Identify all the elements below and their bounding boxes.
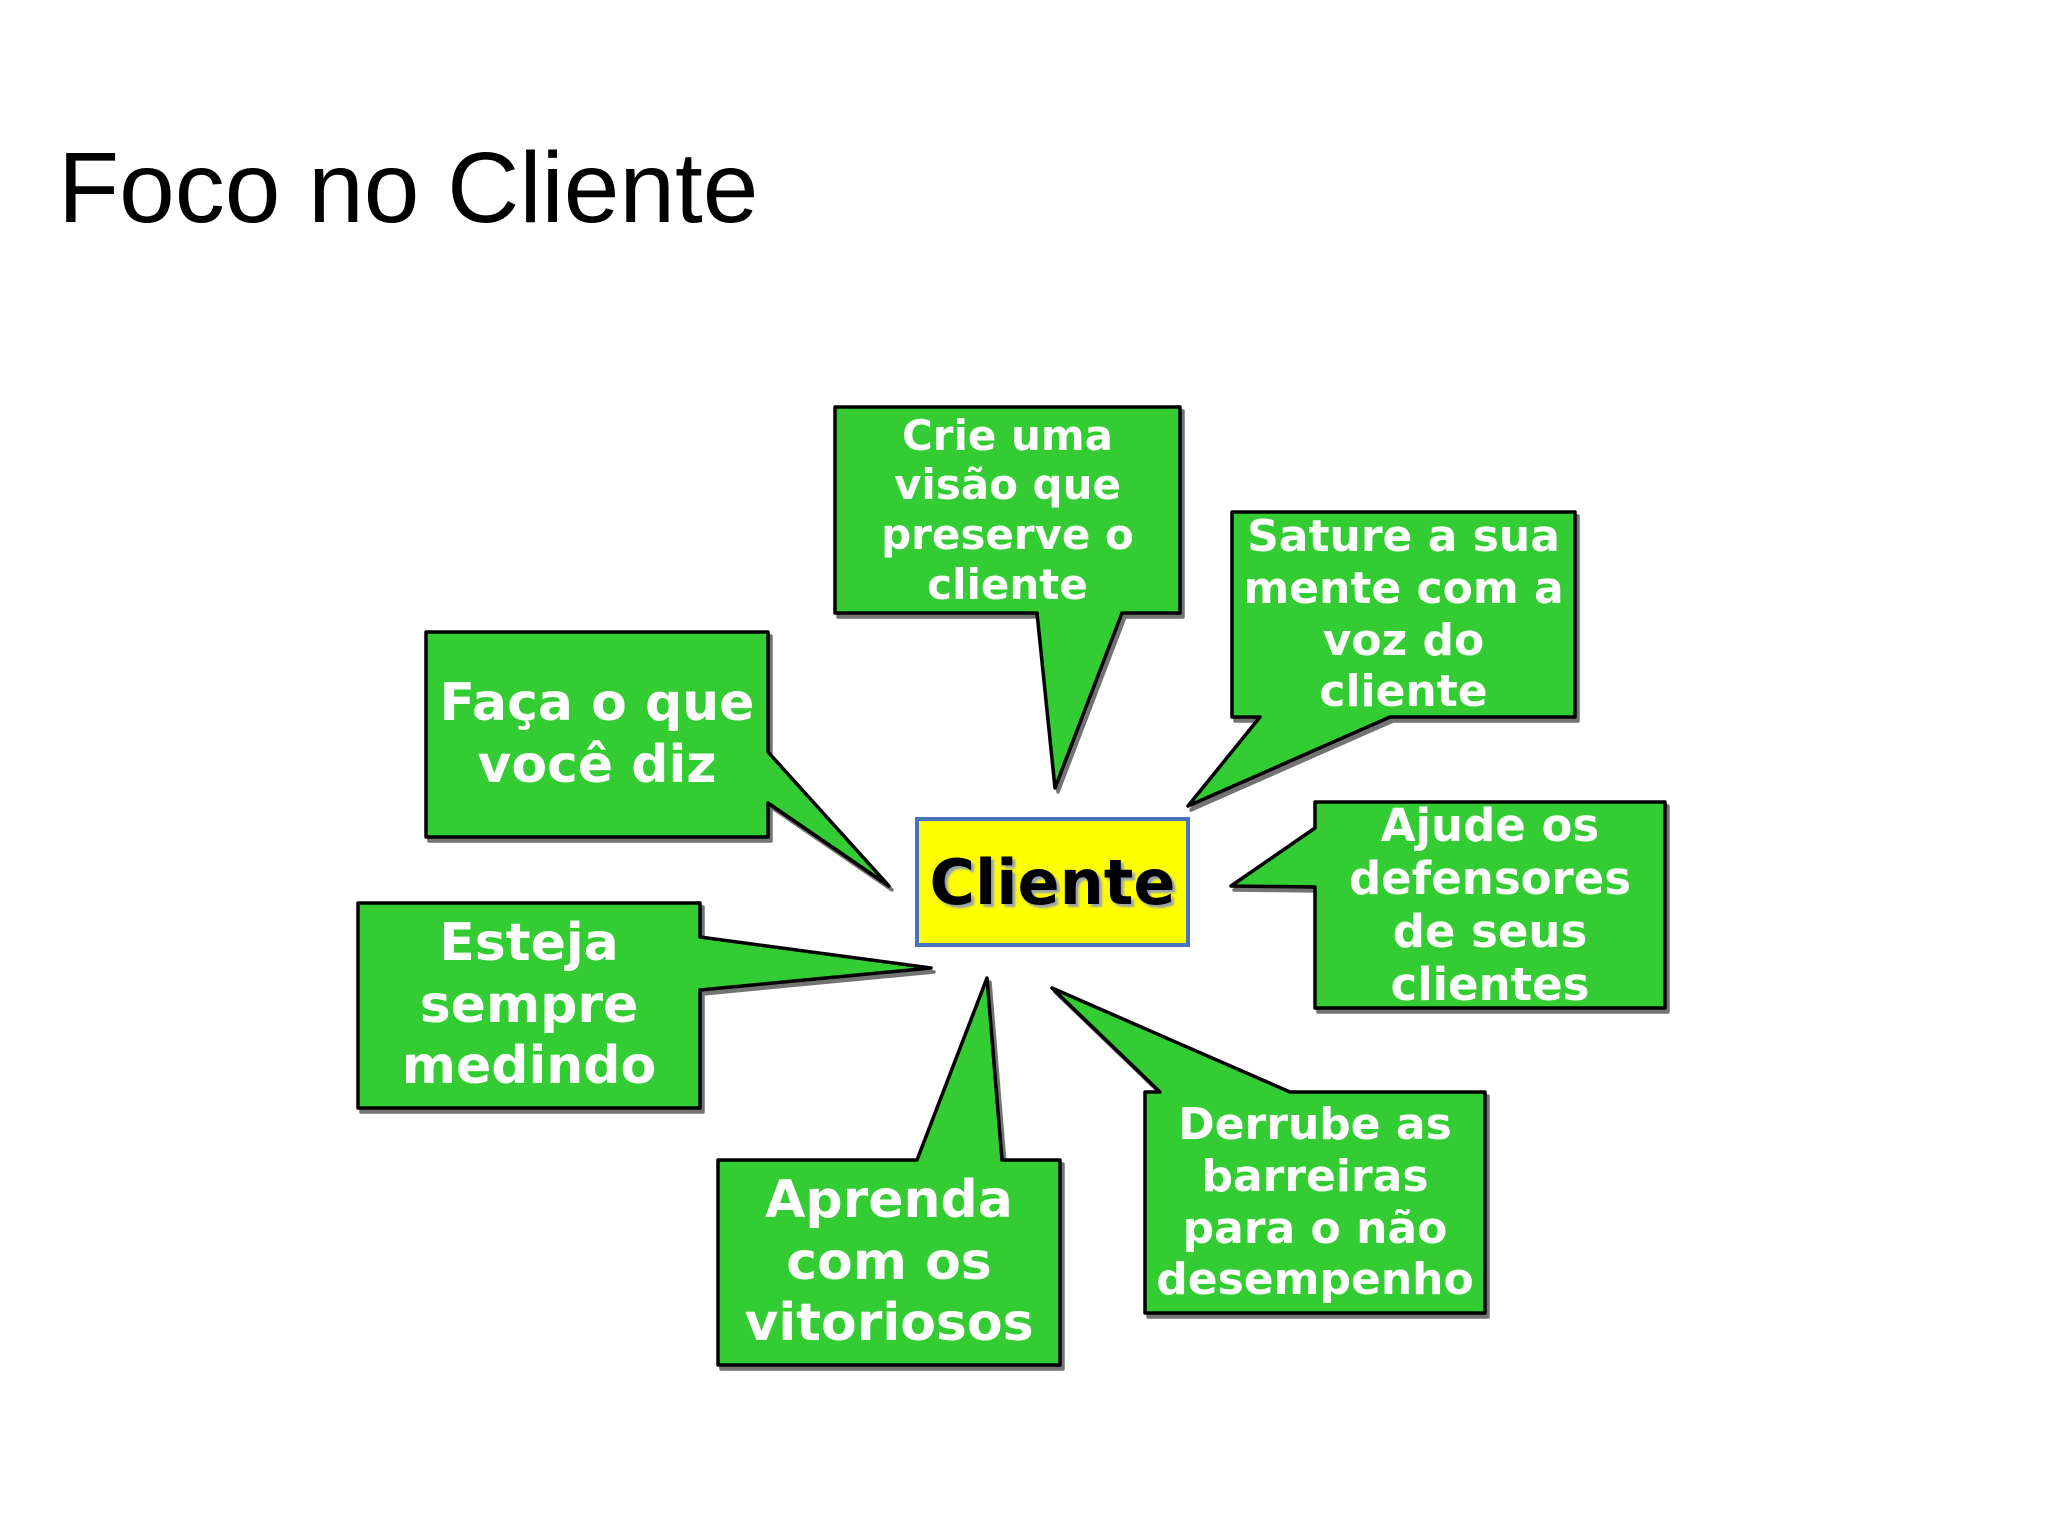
center-cliente-label: Cliente <box>929 845 1176 919</box>
callout-bubble-crie-visao <box>833 405 1182 790</box>
callout-bubble-ajude-defensores <box>1229 800 1667 1010</box>
center-cliente-box: Cliente <box>915 817 1190 947</box>
callout-label-derrube-barreiras: Derrube as barreiras para o não desempen… <box>1156 1098 1474 1306</box>
callout-label-ajude-defensores: Ajude os defensores de seus clientes <box>1348 798 1632 1012</box>
callout-bubble-faca-o-que-diz <box>424 630 891 888</box>
callout-bubble-derrube-barreiras <box>1050 986 1487 1315</box>
callout-label-crie-visao: Crie uma visão que preserve o cliente <box>881 410 1134 609</box>
callout-bubble-sature-mente <box>1186 510 1577 808</box>
callout-bubble-aprenda-vitoriosos <box>716 976 1062 1367</box>
callout-bubble-esteja-medindo <box>356 901 933 1110</box>
callout-label-sature-mente: Sature a sua mente com a voz do cliente <box>1243 510 1564 718</box>
callout-label-faca-o-que-diz: Faça o que você diz <box>439 673 755 795</box>
slide-title: Foco no Cliente <box>58 132 759 244</box>
callout-label-aprenda-vitoriosos: Aprenda com os vitoriosos <box>744 1170 1034 1354</box>
callout-label-esteja-medindo: Esteja sempre medindo <box>401 913 657 1097</box>
